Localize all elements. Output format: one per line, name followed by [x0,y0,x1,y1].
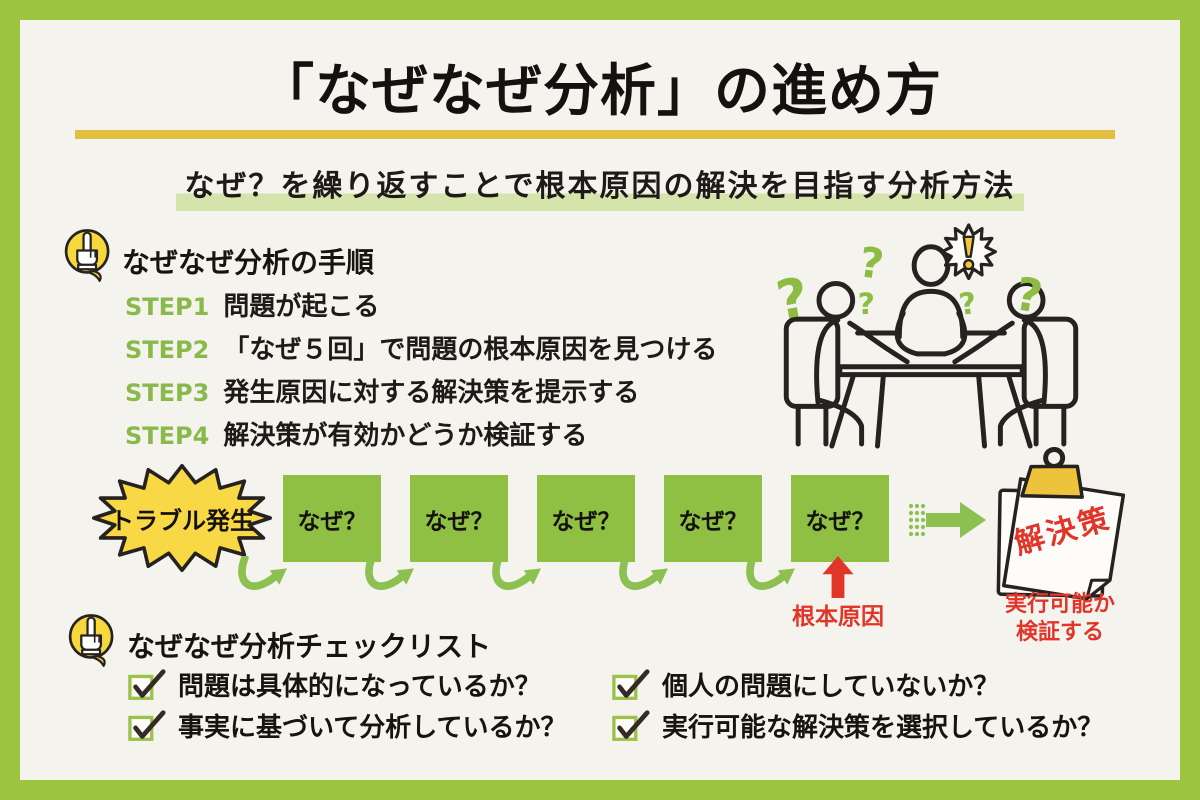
step-label: STEP2 [125,336,210,364]
step-row-2: STEP2 「なぜ５回」で問題の根本原因を見つける [125,329,717,366]
checklist-item-text: 実行可能な解決策を選択しているか？ [662,713,1104,743]
chair-left [783,316,841,409]
checklist-item-text: 問題は具体的になっているか？ [178,672,541,702]
trouble-starburst-icon [92,464,273,572]
why-box: なぜ？ [664,475,762,562]
clipped-note-icon [996,446,1126,601]
chair-right [1021,316,1079,409]
svg-text:?: ? [772,265,814,332]
root-cause-label: 根本原因 [792,604,884,630]
why-box: なぜ？ [410,475,508,562]
step-row-3: STEP3 発生原因に対する解決策を提示する [125,372,639,409]
curved-arrow-icon [492,556,541,590]
svg-text:?: ? [858,287,875,322]
subtitle-highlight: なぜ？を繰り返すことで根本原因の解決を目指す分析方法 [176,169,1024,211]
step-label: STEP4 [125,422,210,450]
curved-arrow-icon [365,556,414,590]
checked-checkbox-icon [128,709,166,741]
steps-section-heading: なぜなぜ分析の手順 [122,246,375,279]
checklist-item-text: 個人の問題にしていないか？ [662,672,1000,702]
curved-arrow-icon [619,556,668,590]
trigger-label: トラブル発生 [110,506,254,535]
svg-text:?: ? [957,286,979,323]
curved-arrow-icon [746,556,795,590]
svg-text:?: ? [1011,267,1046,324]
verify-label: 実行可能か 検証する [972,591,1148,647]
why-box: なぜ？ [791,475,889,562]
why-box: なぜ？ [283,475,381,562]
checked-checkbox-icon [128,668,166,700]
checked-checkbox-icon [612,668,650,700]
meeting-discussion-illustration: ? ? ? ? ? [772,223,1079,449]
step-row-4: STEP4 解決策が有効かどうか検証する [125,415,587,452]
checklist-item: 個人の問題にしていないか？ [612,666,999,703]
table [829,330,1033,449]
checklist-item-text: 事実に基づいて分析しているか？ [178,713,567,743]
pointing-hand-icon [68,614,114,668]
exclamation-icon [940,223,998,281]
checklist-item: 事実に基づいて分析しているか？ [128,707,566,744]
root-cause-arrow-icon [822,556,854,598]
step-text: 解決策が有効かどうか検証する [223,421,588,451]
right-arrow-icon [908,502,986,538]
step-label: STEP3 [125,379,210,407]
checked-checkbox-icon [612,709,650,741]
why-box: なぜ？ [537,475,635,562]
page-title: 「なぜなぜ分析」の進め方 [258,59,942,124]
page-subtitle: なぜ？を繰り返すことで根本原因の解決を目指す分析方法 [0,161,1200,211]
checklist-item: 実行可能な解決策を選択しているか？ [612,707,1103,744]
step-text: 「なぜ５回」で問題の根本原因を見つける [223,335,718,365]
curved-arrow-icon [238,556,287,590]
person-center [894,244,968,357]
checklist-item: 問題は具体的になっているか？ [128,666,541,703]
svg-text:?: ? [856,237,887,289]
verify-line-2: 検証する [1015,620,1104,645]
checklist-section-heading: なぜなぜ分析チェックリスト [127,630,492,663]
person-left [814,280,910,447]
content-panel [20,20,1180,780]
title-underline [75,130,1115,139]
step-row-1: STEP1 問題が起こる [125,286,379,323]
step-text: 発生原因に対する解決策を提示する [223,378,640,408]
step-label: STEP1 [125,293,210,321]
person-right [952,280,1048,447]
step-text: 問題が起こる [223,292,380,322]
verify-line-1: 実行可能か [1004,592,1115,617]
pointing-hand-icon [64,229,110,283]
